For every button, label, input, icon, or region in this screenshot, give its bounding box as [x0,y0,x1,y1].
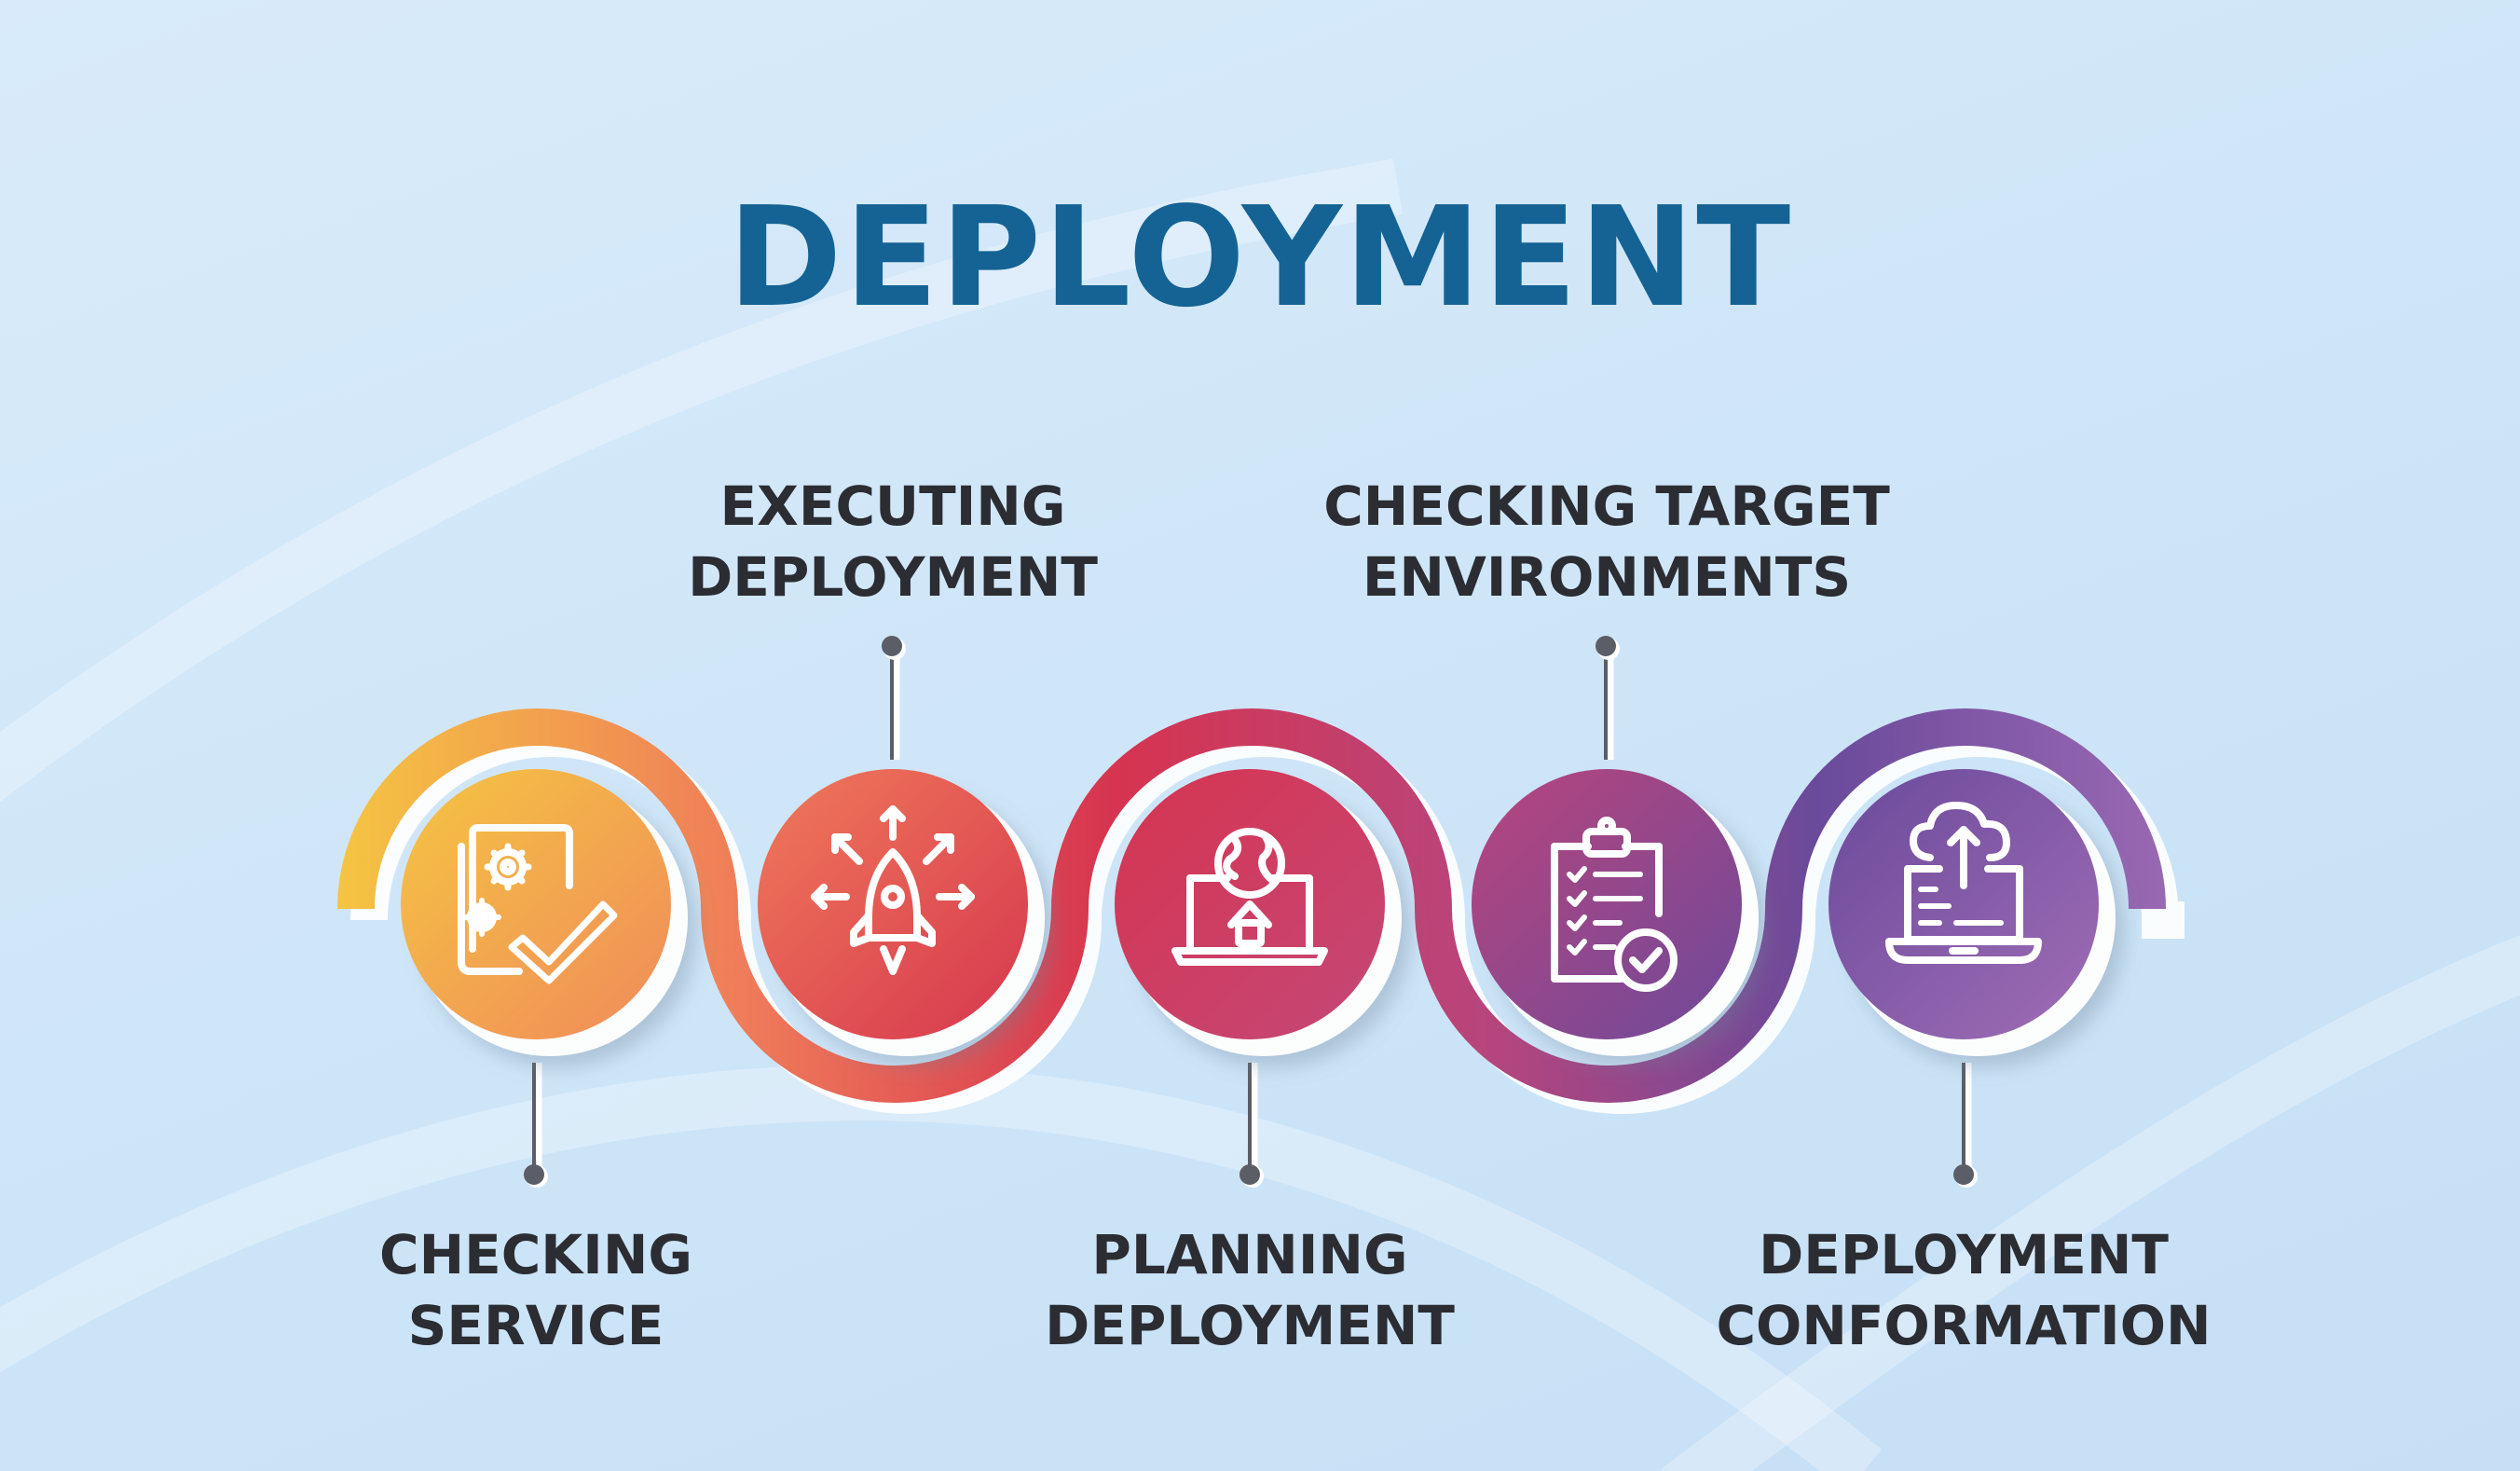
step-label-checking-service: CHECKING SERVICE [379,1223,692,1357]
connector-step-4 [1596,636,1620,760]
connector-step-2 [882,636,906,760]
connectors [524,636,1978,1188]
gears-document-check-icon [458,824,618,984]
connector-step-5 [1953,1063,1978,1188]
step-circle-4 [1472,769,1759,1056]
rocket-arrows-icon [811,805,975,975]
page-title: DEPLOYMENT [727,177,1793,337]
connector-step-3 [1239,1063,1264,1188]
connector-step-1 [524,1063,548,1188]
step-circle-2 [758,769,1045,1056]
step-label-deployment-conformation: DEPLOYMENT CONFORMATION [1716,1223,2212,1357]
laptop-cloud-upload-icon [1885,802,2042,964]
wave-ribbon-path [337,708,2166,1103]
laptop-globe-upload-icon [1171,828,1328,966]
wave-ribbon [337,708,2184,1114]
step-label-planning-deployment: PLANNING DEPLOYMENT [1045,1223,1455,1357]
step-circle-5 [1828,769,2116,1056]
clipboard-checklist-icon [1551,817,1678,992]
step-label-checking-target-environments: CHECKING TARGET ENVIRONMENTS [1323,474,1890,609]
step-label-executing-deployment: EXECUTING DEPLOYMENT [688,474,1098,609]
step-circle-1 [401,769,688,1056]
